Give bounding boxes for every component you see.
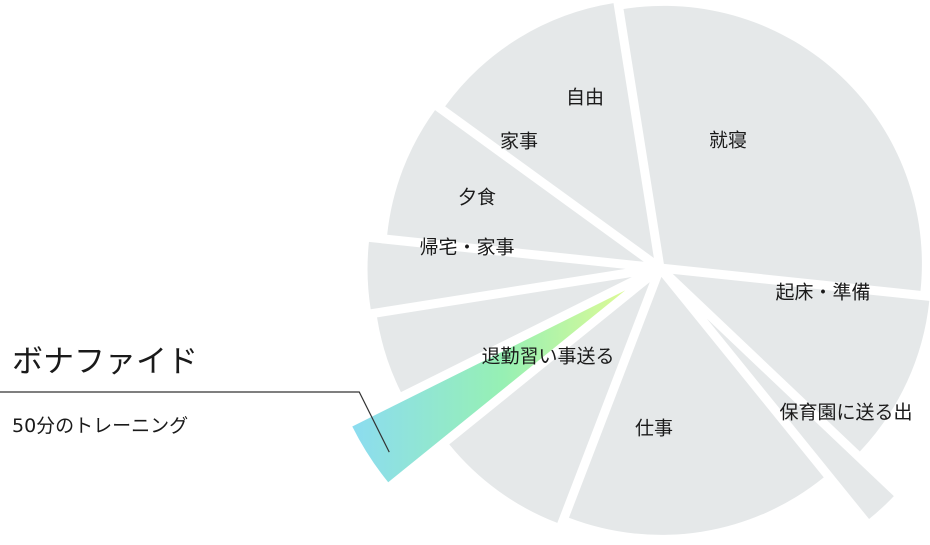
pie-slice-label: 起床・準備 [775, 282, 870, 304]
pie-slice [568, 276, 824, 535]
pie-slice [449, 282, 650, 523]
pie-slice [445, 3, 654, 258]
pie-slices [352, 3, 930, 535]
pie-slice-label: 仕事 [635, 418, 673, 440]
pie-slice-label: 保育園に送る出 [779, 402, 912, 424]
pie-slice [706, 318, 894, 520]
pie-slice-label: 就寝 [709, 130, 747, 152]
pie-slice-label: 夕食 [458, 187, 496, 209]
callout-leader-line [0, 391, 390, 453]
pie-slice [377, 277, 632, 393]
pie-slice-label: 退勤習い事送る [481, 346, 614, 368]
pie-slice-label: 自由 [566, 87, 604, 109]
pie-slice [367, 241, 626, 310]
highlight-callout: ボナファイド 50分のトレーニング [0, 344, 390, 453]
callout-subtitle: 50分のトレーニング [12, 415, 188, 437]
pie-slice-highlight [352, 290, 626, 483]
pie-slice [387, 110, 644, 262]
pie-slice-label: 帰宅・家事 [419, 237, 514, 259]
pie-slice [672, 273, 930, 452]
pie-slice-label: 家事 [500, 131, 538, 153]
callout-title: ボナファイド [12, 344, 198, 380]
pie-slice [623, 5, 922, 291]
